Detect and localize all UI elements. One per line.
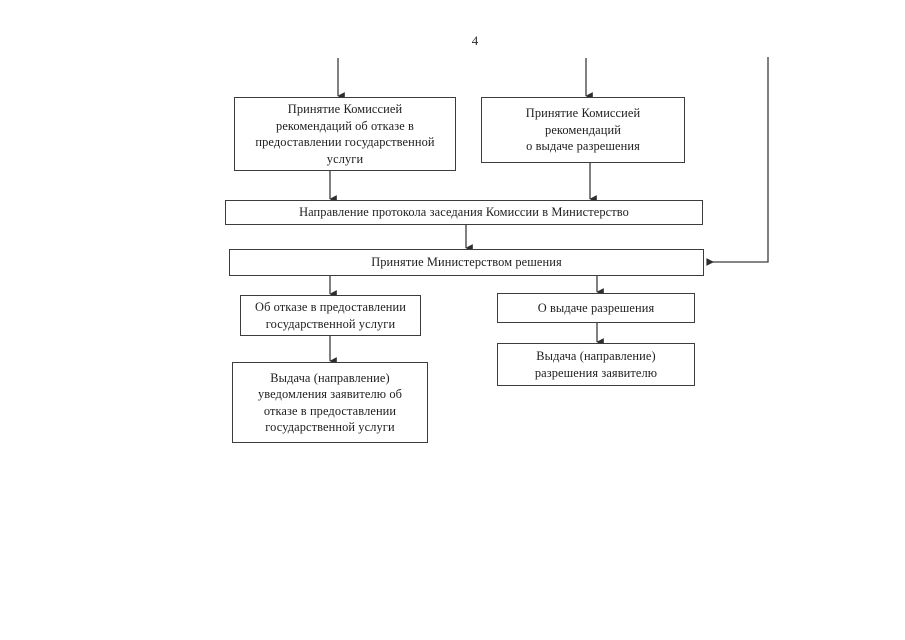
node-label: Об отказе в предоставлении государственн… bbox=[255, 300, 406, 331]
page-number: 4 bbox=[471, 33, 479, 48]
node-permit-issue: Выдача (направление) разрешения заявител… bbox=[497, 343, 695, 386]
node-send-protocol: Направление протокола заседания Комиссии… bbox=[225, 200, 703, 225]
node-label: О выдаче разрешения bbox=[537, 300, 655, 315]
node-refusal-decision: Об отказе в предоставлении государственн… bbox=[240, 295, 421, 336]
node-label: Выдача (направление) разрешения заявител… bbox=[534, 349, 658, 380]
node-label: Принятие Министерством решения bbox=[371, 255, 562, 270]
node-refusal-notice: Выдача (направление) уведомления заявите… bbox=[232, 362, 428, 443]
node-ministry-decision: Принятие Министерством решения bbox=[229, 249, 704, 276]
node-refusal-recommendation: Принятие Комиссией рекомендаций об отказ… bbox=[234, 97, 456, 171]
node-label: Принятие Комиссией рекомендаций об отказ… bbox=[255, 102, 435, 166]
node-label: Направление протокола заседания Комиссии… bbox=[299, 205, 629, 220]
node-permit-recommendation: Принятие Комиссией рекомендаций о выдаче… bbox=[481, 97, 685, 163]
node-label: Выдача (направление) уведомления заявите… bbox=[257, 370, 403, 435]
node-permit-decision: О выдаче разрешения bbox=[497, 293, 695, 323]
node-label: Принятие Комиссией рекомендаций о выдаче… bbox=[525, 106, 641, 154]
edge-right-rail-to-ministry-decision bbox=[706, 57, 769, 266]
